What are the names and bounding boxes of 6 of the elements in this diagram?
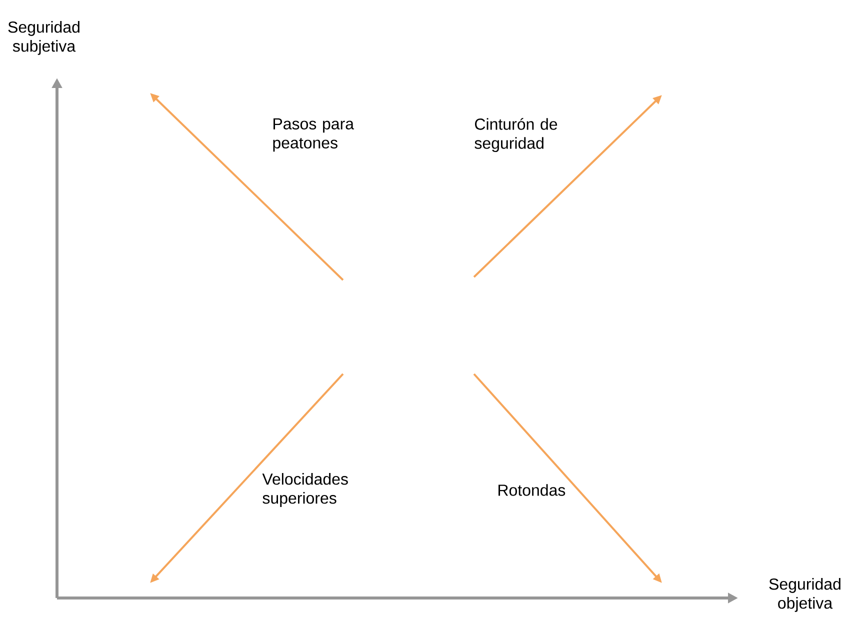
quadrant-label: Cinturón de seguridad <box>474 118 558 152</box>
quadrant-label: Pasos para peatones <box>273 118 354 152</box>
axis-label: Seguridad subjetiva <box>8 21 80 55</box>
axis-label: Seguridad objetiva <box>769 578 840 612</box>
quadrant-label: Velocidades superiores <box>262 473 348 507</box>
quadrant-label: Rotondas <box>498 484 566 496</box>
